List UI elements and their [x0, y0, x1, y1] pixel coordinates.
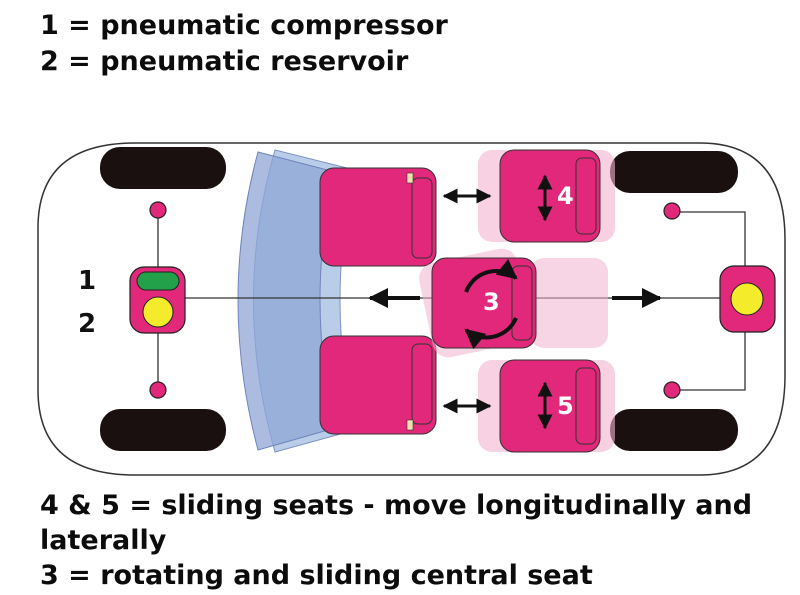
front-seat-right — [319, 335, 437, 435]
legend-sliding-seats: 4 & 5 = sliding seats - move longitudina… — [40, 490, 753, 521]
valve-rear-top — [663, 202, 681, 220]
wheel-front-right — [100, 409, 226, 451]
legend-sliding-seats-cont: laterally — [40, 525, 167, 556]
central-seat-label: 3 — [483, 288, 500, 316]
label-reservoir: 2 — [78, 309, 96, 339]
pneumatic-compressor — [136, 271, 180, 291]
label-compressor: 1 — [78, 266, 96, 296]
sliding-seat-4 — [499, 149, 601, 243]
rear-reservoir — [730, 282, 764, 316]
seat-5-label: 5 — [557, 392, 574, 420]
wheel-rear-right — [610, 409, 738, 451]
front-seat-left — [319, 167, 437, 267]
wheel-rear-left — [610, 151, 738, 193]
sliding-seat-5 — [499, 359, 601, 453]
wheel-front-left — [100, 147, 226, 189]
central-seat-3 — [431, 257, 537, 350]
legend-compressor: 1 = pneumatic compressor — [40, 10, 448, 41]
valve-front-top — [149, 201, 167, 219]
valve-front-bottom — [149, 381, 167, 399]
valve-rear-bottom — [663, 381, 681, 399]
legend-central-seat: 3 = rotating and sliding central seat — [40, 560, 593, 591]
legend-reservoir: 2 = pneumatic reservoir — [40, 46, 409, 77]
pneumatic-reservoir — [142, 296, 174, 328]
seat-4-label: 4 — [557, 182, 574, 210]
